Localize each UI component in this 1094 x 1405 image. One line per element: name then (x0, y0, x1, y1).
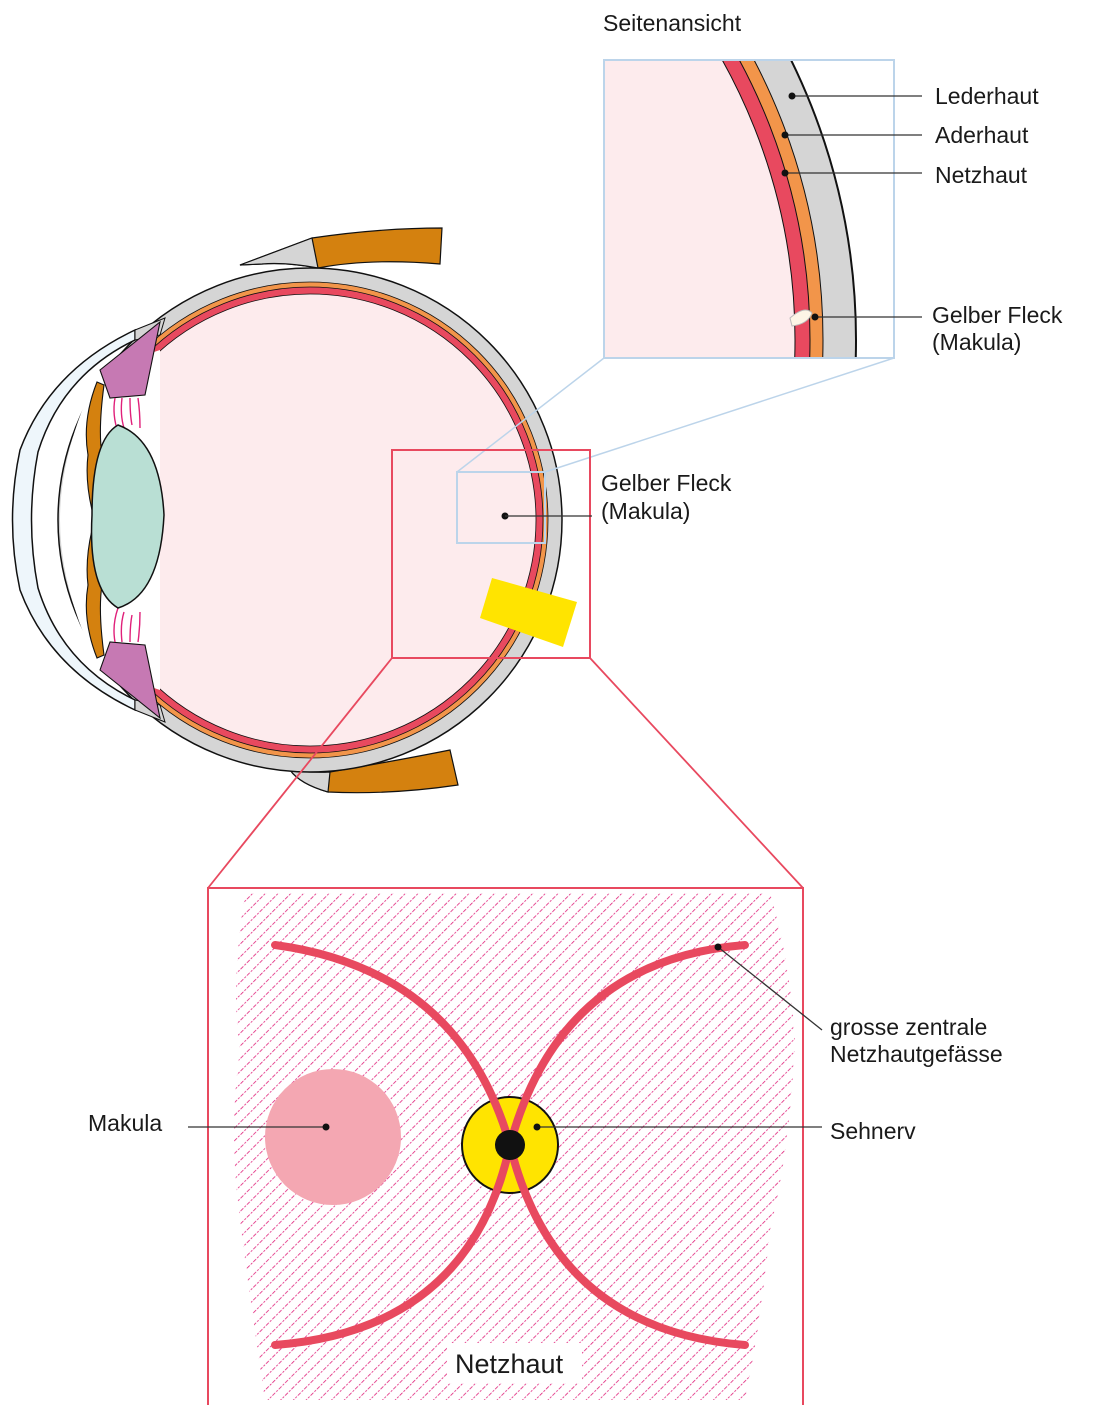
eyeball (13, 228, 578, 793)
label-gelber-fleck-inset-1: Gelber Fleck (932, 302, 1063, 328)
label-makula: Makula (88, 1110, 162, 1136)
label-gelber-fleck-main-2: (Makula) (601, 498, 690, 524)
label-lederhaut: Lederhaut (935, 83, 1039, 109)
label-gefaesse-1: grosse zentrale (830, 1014, 987, 1040)
fundus-macula (265, 1069, 401, 1205)
side-view-title: Seitenansicht (603, 10, 742, 36)
optic-disc-center (495, 1130, 525, 1160)
fundus-connector-right (590, 658, 803, 888)
label-gefaesse-2: Netzhautgefässe (830, 1041, 1003, 1067)
label-gelber-fleck-inset-2: (Makula) (932, 329, 1021, 355)
label-sehnerv: Sehnerv (830, 1118, 916, 1144)
label-aderhaut: Aderhaut (935, 122, 1029, 148)
label-netzhaut-layer: Netzhaut (935, 162, 1028, 188)
inset-connector-right (545, 358, 894, 472)
lower-muscle-tendon (290, 770, 330, 792)
upper-muscle-tendon (240, 238, 318, 268)
label-netzhaut-bottom: Netzhaut (455, 1349, 564, 1379)
label-gelber-fleck-main-1: Gelber Fleck (601, 470, 732, 496)
